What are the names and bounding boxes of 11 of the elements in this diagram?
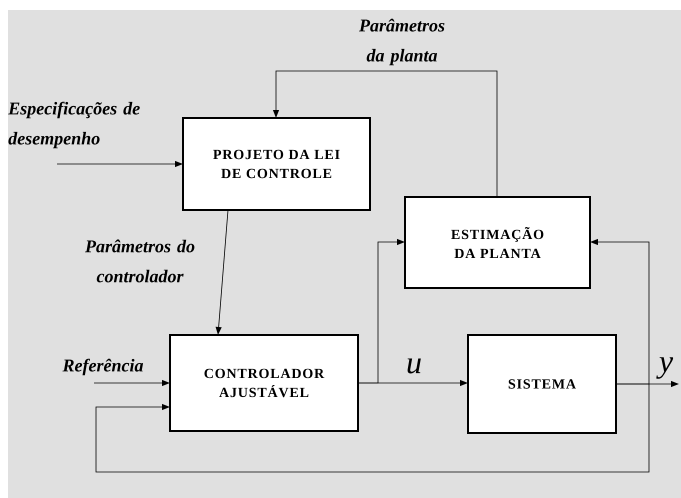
process-box: SISTEMA <box>467 334 617 434</box>
edge-label: Especificações de desempenho <box>8 102 140 148</box>
arrow <box>96 384 650 472</box>
process-box: ESTIMAÇÃO DA PLANTA <box>404 196 591 289</box>
edge-label: Parâmetros da planta <box>358 18 444 66</box>
edge-label: y <box>656 357 674 379</box>
process-box: PROJETO DA LEI DE CONTROLE <box>182 117 371 211</box>
edge-label: u <box>408 358 421 374</box>
process-box: CONTROLADOR AJUSTÁVEL <box>169 334 359 432</box>
edge-label: Parâmetros do controlador <box>85 240 194 282</box>
edge-label: Referência <box>62 358 144 376</box>
